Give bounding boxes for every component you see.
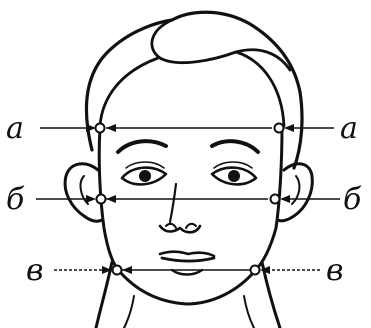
label-a-left: a bbox=[6, 111, 24, 146]
row-v-right-point bbox=[251, 266, 260, 275]
row-b-span-arrowhead bbox=[106, 195, 116, 203]
nose-bridge bbox=[170, 184, 176, 222]
row-a-right-arrowhead bbox=[284, 124, 294, 132]
measurement-row-a bbox=[40, 124, 334, 133]
row-b-left-point bbox=[97, 195, 106, 204]
row-a-right-point bbox=[275, 124, 284, 133]
row-a-left-point bbox=[96, 124, 105, 133]
measurement-row-v bbox=[54, 266, 320, 275]
neck-inner-left bbox=[124, 296, 134, 328]
label-v-right: в bbox=[326, 253, 343, 288]
label-a-right: a bbox=[340, 111, 358, 146]
hair-forelock bbox=[152, 20, 290, 70]
neck-inner-right bbox=[244, 296, 254, 328]
label-b-left: б bbox=[6, 182, 25, 217]
left-pupil bbox=[139, 170, 151, 182]
nostril-right bbox=[186, 224, 196, 228]
right-eyebrow bbox=[212, 141, 258, 152]
row-b-right-arrowhead bbox=[280, 195, 290, 203]
label-b-right: б bbox=[343, 182, 362, 217]
row-v-left-point bbox=[113, 266, 122, 275]
neck-right bbox=[262, 262, 280, 328]
nostril-left bbox=[166, 224, 176, 228]
row-a-span-arrowhead bbox=[106, 124, 116, 132]
hairline bbox=[100, 58, 158, 126]
row-b-right-point bbox=[271, 195, 280, 204]
chin-contour bbox=[120, 272, 254, 304]
row-v-span-arrowhead bbox=[122, 266, 132, 274]
right-pupil bbox=[228, 170, 240, 182]
hair-outline bbox=[87, 12, 302, 168]
right-ear bbox=[278, 164, 312, 221]
upper-lip bbox=[160, 252, 214, 256]
row-b-left-arrowhead bbox=[86, 195, 96, 203]
left-ear bbox=[65, 164, 102, 221]
mouth-line bbox=[162, 258, 214, 261]
left-eyebrow bbox=[118, 141, 166, 152]
hairline-right bbox=[236, 52, 284, 126]
label-v-left: в bbox=[26, 253, 43, 288]
